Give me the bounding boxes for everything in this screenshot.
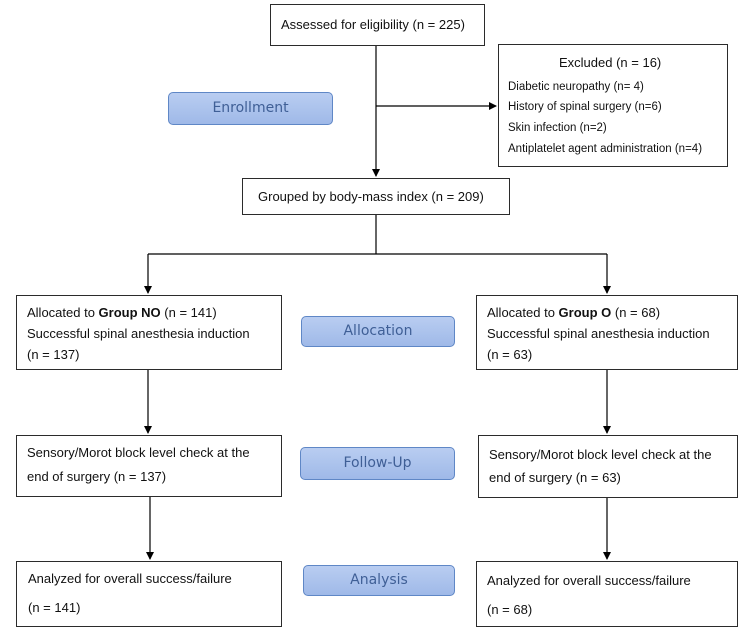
group-o-allocation-box: Allocated to Group O (n = 68) Successful… [476,295,738,370]
group-o-followup-line1: Sensory/Morot block level check at the [489,447,712,462]
stage-analysis: Analysis [303,565,455,596]
excluded-item: Skin infection (n=2) [508,122,607,134]
grouped-box: Grouped by body-mass index (n = 209) [242,178,510,215]
group-no-allocation-line1: Allocated to Group NO (n = 141) [27,305,217,321]
grouped-text: Grouped by body-mass index (n = 209) [258,189,484,204]
group-name: Group NO [98,305,161,320]
group-o-analysis-box: Analyzed for overall success/failure (n … [476,561,738,627]
group-o-allocation-line1: Allocated to Group O (n = 68) [487,305,660,321]
group-name: Group O [558,305,612,320]
group-o-analysis-line2: (n = 68) [487,602,533,617]
excluded-item: Antiplatelet agent administration (n=4) [508,143,703,155]
group-o-allocation-line3: (n = 63) [487,347,533,362]
eligibility-text: Assessed for eligibility (n = 225) [281,17,465,32]
allocated-count: (n = 141) [160,305,217,320]
group-o-analysis-line1: Analyzed for overall success/failure [487,573,691,588]
group-no-analysis-box: Analyzed for overall success/failure (n … [16,561,282,627]
group-o-followup-line2: end of surgery (n = 63) [489,470,621,485]
group-no-analysis-line2: (n = 141) [28,600,81,615]
group-no-allocation-line3: (n = 137) [27,347,80,362]
group-o-allocation-line2: Successful spinal anesthesia induction [487,326,710,341]
group-no-allocation-line2: Successful spinal anesthesia induction [27,326,250,341]
eligibility-box: Assessed for eligibility (n = 225) [270,4,485,46]
stage-allocation: Allocation [301,316,455,347]
group-o-followup-box: Sensory/Morot block level check at the e… [478,435,738,498]
excluded-item: History of spinal surgery (n=6) [508,101,662,113]
group-no-followup-box: Sensory/Morot block level check at the e… [16,435,282,497]
group-no-followup-line1: Sensory/Morot block level check at the [27,445,250,460]
allocated-prefix: Allocated to [27,305,99,320]
excluded-title: Excluded (n = 16) [559,55,662,70]
stage-followup: Follow-Up [300,447,455,480]
excluded-box: Excluded (n = 16) Diabetic neuropathy (n… [498,44,728,167]
stage-enrollment: Enrollment [168,92,333,125]
group-no-followup-line2: end of surgery (n = 137) [27,469,167,484]
group-no-analysis-line1: Analyzed for overall success/failure [28,571,232,586]
allocated-prefix: Allocated to [487,305,559,320]
allocated-count: (n = 68) [611,305,661,320]
group-no-allocation-box: Allocated to Group NO (n = 141) Successf… [16,295,282,370]
excluded-item: Diabetic neuropathy (n= 4) [508,81,644,93]
